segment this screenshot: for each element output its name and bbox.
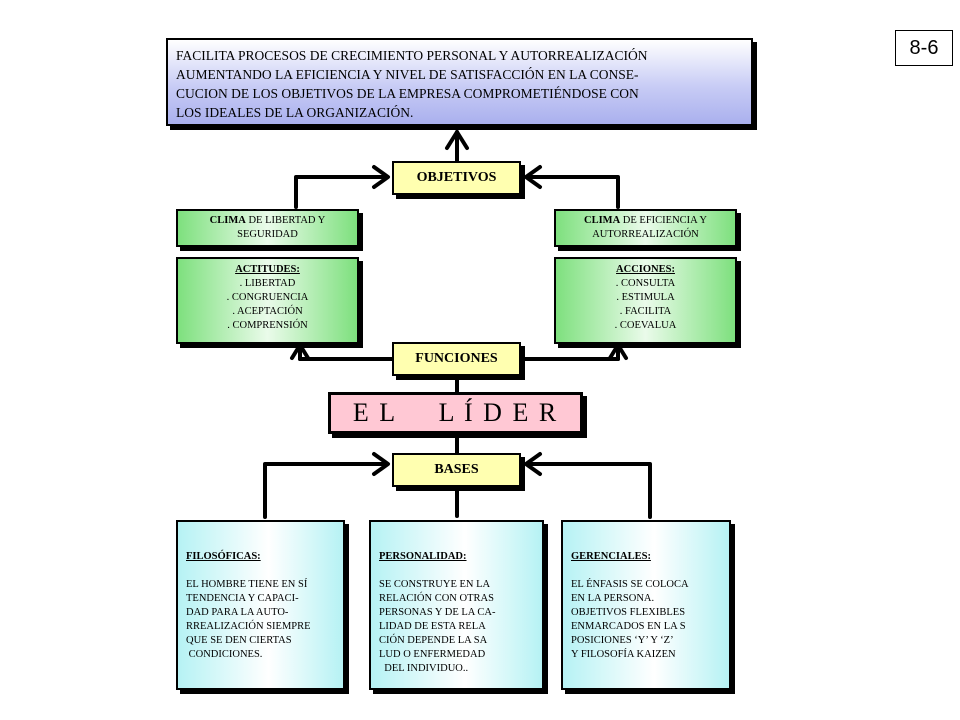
filosoficas-line: TENDENCIA Y CAPACI- (186, 593, 299, 604)
filosoficas-line: DAD PARA LA AUTO- (186, 607, 289, 618)
bases-box: BASES (392, 453, 521, 487)
gerenciales-box: GERENCIALES: EL ÉNFASIS SE COLOCA EN LA … (561, 520, 731, 690)
personalidad-line: DEL INDIVIDUO.. (379, 663, 469, 674)
personalidad-box: PERSONALIDAD: SE CONSTRUYE EN LA RELACIÓ… (369, 520, 544, 690)
goal-box: FACILITA PROCESOS DE CRECIMIENTO PERSONA… (166, 38, 753, 126)
funciones-box: FUNCIONES (392, 342, 521, 376)
clima-word: CLIMA (584, 215, 621, 226)
filosoficas-title: FILOSÓFICAS: (186, 551, 261, 562)
clima-eficiencia-line1: CLIMA DE EFICIENCIA Y (584, 214, 707, 228)
gerenciales-line: EL ÉNFASIS SE COLOCA (571, 579, 689, 590)
gerenciales-line: Y FILOSOFÍA KAIZEN (571, 649, 676, 660)
personalidad-line: LIDAD DE ESTA RELA (379, 621, 486, 632)
personalidad-line: PERSONAS Y DE LA CA- (379, 607, 496, 618)
attitude-item: . LIBERTAD (239, 278, 296, 289)
attitudes-box: ACTITUDES: . LIBERTAD . CONGRUENCIA . AC… (176, 257, 359, 344)
goal-line: FACILITA PROCESOS DE CRECIMIENTO PERSONA… (176, 48, 648, 63)
personalidad-line: RELACIÓN CON OTRAS (379, 593, 494, 604)
actions-box: ACCIONES: . CONSULTA . ESTIMULA . FACILI… (554, 257, 737, 344)
personalidad-title: PERSONALIDAD: (379, 551, 467, 562)
gerenciales-line: ENMARCADOS EN LA S (571, 621, 686, 632)
filosoficas-line: QUE SE DEN CIERTAS (186, 635, 292, 646)
filosoficas-line: CONDICIONES. (186, 649, 263, 660)
personalidad-line: LUD O ENFERMEDAD (379, 649, 486, 660)
gerenciales-line: OBJETIVOS FLEXIBLES (571, 607, 686, 618)
goal-line: AUMENTANDO LA EFICIENCIA Y NIVEL DE SATI… (176, 67, 639, 82)
action-item: . COEVALUA (614, 320, 677, 331)
page-number: 8-6 (895, 30, 953, 66)
attitude-item: . CONGRUENCIA (226, 292, 309, 303)
clima-eficiencia-box: CLIMA DE EFICIENCIA Y AUTORREALIZACIÓN (554, 209, 737, 247)
personalidad-line: CIÓN DEPENDE LA SA (379, 635, 488, 646)
gerenciales-line: POSICIONES ‘Y’ Y ‘Z’ (571, 635, 674, 646)
goal-line: CUCION DE LOS OBJETIVOS DE LA EMPRESA CO… (176, 86, 639, 101)
actions-title: ACCIONES: (616, 264, 675, 275)
clima-eficiencia-line2: AUTORREALIZACIÓN (592, 229, 699, 240)
attitude-item: . ACEPTACIÓN (232, 306, 303, 317)
clima-word: CLIMA (209, 215, 246, 226)
filosoficas-line: EL HOMBRE TIENE EN SÍ (186, 579, 308, 590)
filosoficas-line: RREALIZACIÓN SIEMPRE (186, 621, 311, 632)
gerenciales-title: GERENCIALES: (571, 551, 651, 562)
action-item: . FACILITA (619, 306, 672, 317)
clima-libertad-box: CLIMA DE LIBERTAD Y SEGURIDAD (176, 209, 359, 247)
lider-box: E L L Í D E R (328, 392, 583, 434)
attitude-item: . COMPRENSIÓN (227, 320, 308, 331)
clima-libertad-line1: CLIMA DE LIBERTAD Y (210, 214, 326, 228)
attitudes-title: ACTITUDES: (235, 264, 300, 275)
goal-line: LOS IDEALES DE LA ORGANIZACIÓN. (176, 105, 414, 120)
filosoficas-box: FILOSÓFICAS: EL HOMBRE TIENE EN SÍ TENDE… (176, 520, 345, 690)
action-item: . ESTIMULA (616, 292, 675, 303)
clima-rest: DE EFICIENCIA Y (620, 215, 707, 226)
objetivos-box: OBJETIVOS (392, 161, 521, 195)
action-item: . CONSULTA (615, 278, 676, 289)
clima-libertad-line2: SEGURIDAD (237, 229, 298, 240)
personalidad-line: SE CONSTRUYE EN LA (379, 579, 491, 590)
gerenciales-line: EN LA PERSONA. (571, 593, 655, 604)
clima-rest: DE LIBERTAD Y (245, 215, 326, 226)
lider-title: E L L Í D E R (352, 398, 559, 427)
